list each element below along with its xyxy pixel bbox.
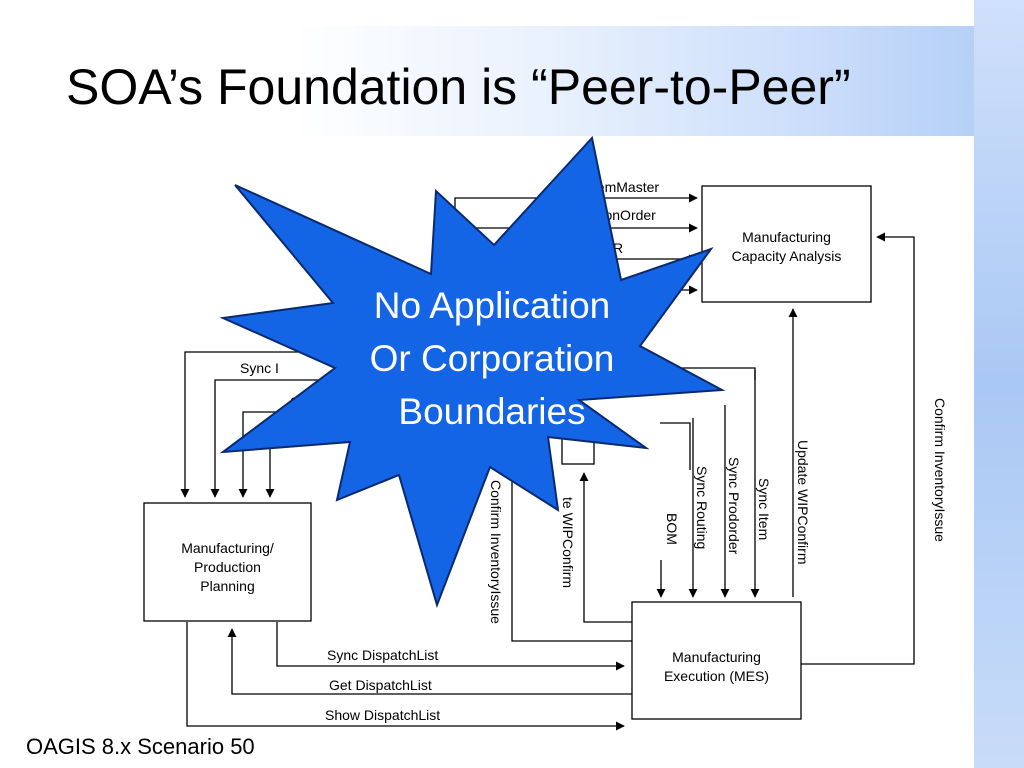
arrow-show-dispatchlist	[186, 622, 625, 731]
label-sync-routing: Sync Routing	[694, 466, 710, 549]
starburst-line-3: Boundaries	[398, 391, 585, 432]
label-wipconfirm-mid: te WIPConfirm	[560, 497, 576, 588]
label-confirm-inventoryissue-right: Confirm InventoryIssue	[932, 398, 948, 542]
label-update-wipconfirm: Update WIPConfirm	[795, 440, 811, 564]
box-capacity-line-1: Manufacturing	[742, 229, 831, 245]
architecture-diagram: Manufacturing Capacity Analysis Manufact…	[143, 135, 948, 731]
label-sync-item: Sync Item	[756, 478, 772, 540]
line-sync-bom-top	[660, 422, 691, 470]
footer-caption: OAGIS 8.x Scenario 50	[26, 734, 255, 759]
starburst-line-2: Or Corporation	[370, 338, 615, 379]
box-planning-line-1: Manufacturing/	[181, 540, 274, 556]
title-band	[0, 26, 974, 136]
line-confirm-inventoryissue-mid	[511, 470, 632, 642]
vertical-message-labels: Confirm InventoryIssue te WIPConfirm BOM…	[488, 398, 948, 624]
box-mes: Manufacturing Execution (MES)	[631, 601, 802, 720]
arrow-sync-dispatchlist	[276, 622, 625, 671]
box-mes-line-1: Manufacturing	[672, 649, 761, 665]
starburst-callout: No Application Or Corporation Boundaries	[219, 135, 726, 609]
arrow-get-dispatchlist	[227, 628, 632, 695]
line-sync-item-top	[655, 367, 756, 380]
box-mes-line-2: Execution (MES)	[664, 668, 769, 684]
arrow-left-1	[180, 351, 335, 498]
arrow-wipconfirm-mid	[579, 472, 632, 623]
box-production-planning: Manufacturing/ Production Planning	[143, 502, 312, 622]
arrow-left-2	[210, 379, 335, 498]
label-left-1: Sync I	[240, 360, 279, 376]
starburst-shape	[219, 135, 726, 609]
label-sync-bom: BOM	[664, 513, 680, 545]
box-capacity-line-2: Capacity Analysis	[732, 248, 842, 264]
label-sync-dispatchlist: Sync DispatchList	[327, 647, 438, 663]
label-confirm-inventoryissue-mid: Confirm InventoryIssue	[488, 480, 504, 624]
label-show-dispatchlist: Show DispatchList	[325, 707, 440, 723]
label-get-dispatchlist: Get DispatchList	[329, 677, 432, 693]
slide-title: SOA’s Foundation is “Peer-to-Peer”	[66, 59, 851, 115]
arrow-confirm-inventoryissue-right	[801, 232, 915, 665]
box-planning-line-2: Production	[194, 559, 261, 575]
box-planning-line-3: Planning	[200, 578, 255, 594]
label-sync-prodorder: Sync Prodorder	[726, 457, 742, 555]
box-capacity-analysis: Manufacturing Capacity Analysis	[701, 185, 872, 303]
right-decor-band	[974, 0, 1024, 768]
starburst-line-1: No Application	[374, 285, 611, 326]
